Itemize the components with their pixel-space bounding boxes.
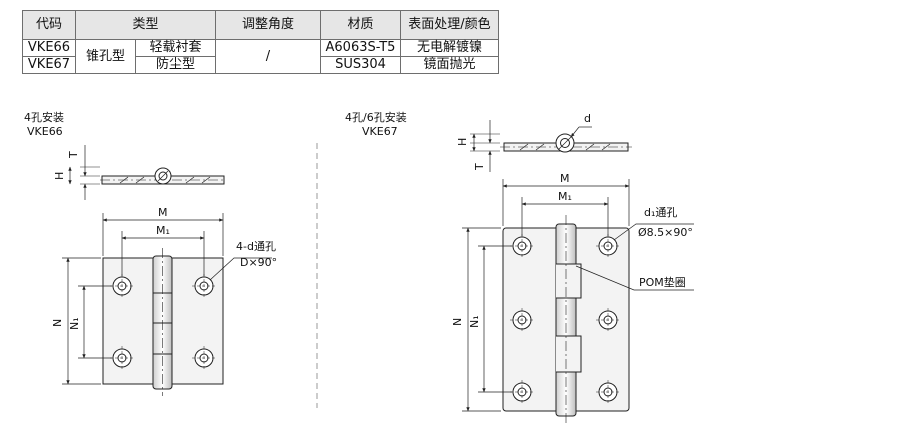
cell-type-sub: 轻载衬套 [135,39,216,57]
spec-table: 代码 类型 调整角度 材质 表面处理/颜色 VKE66 锥孔型 轻载衬套 / A… [22,10,499,74]
left-caption-line1: 4孔安装 [24,110,64,124]
left-side-view [68,145,226,200]
cell-angle: / [215,39,321,74]
left-hole-spec: D×90° [240,256,277,269]
right-dim-N: N [451,318,464,326]
left-caption-line2: VKE66 [27,125,63,138]
header-finish: 表面处理/颜色 [400,10,499,40]
right-dim-d: d [584,112,591,125]
cell-type-main: 锥孔型 [75,39,136,74]
right-dim-M1: M₁ [558,190,572,203]
right-hole-spec: Ø8.5×90° [638,226,693,239]
cell-type-sub: 防尘型 [135,56,216,74]
right-dim-M: M [560,172,570,185]
right-dim-T: T [473,163,486,171]
header-code: 代码 [22,10,76,40]
right-dim-H: H [456,138,469,146]
left-mounting-holes [110,274,216,370]
cell-code: VKE67 [22,56,76,74]
cell-material: A6063S-T5 [320,39,401,57]
right-caption-line1: 4孔/6孔安装 [345,110,407,124]
washer-label: POM垫圈 [639,275,686,289]
right-view: 4孔/6孔安装 VKE67 d H T [345,110,694,424]
left-dim-N: N [51,319,64,327]
right-side-view [470,120,632,172]
right-hinge-plate [502,215,630,424]
cell-finish: 无电解镀镍 [400,39,499,57]
table-row: VKE67 防尘型 SUS304 镜面抛光 [22,56,499,74]
right-hole-label: d₁通孔 [644,206,677,219]
left-dim-N1: N₁ [68,317,81,330]
table-row: VKE66 锥孔型 轻载衬套 / A6063S-T5 无电解镀镍 [22,39,499,74]
left-dimensions [62,213,272,385]
right-caption-line2: VKE67 [362,125,398,138]
left-dim-M1: M₁ [156,224,170,237]
right-mounting-holes [510,234,620,404]
left-hinge-plate [102,248,224,396]
left-dim-T: T [67,151,80,159]
left-dim-M: M [158,206,168,219]
right-dimensions [462,179,694,412]
left-view: 4孔安装 VKE66 T H [24,110,277,396]
spec-table-header: 代码 类型 调整角度 材质 表面处理/颜色 [22,10,499,40]
right-dim-N1: N₁ [468,315,481,328]
left-dim-H: H [53,172,66,180]
cell-finish: 镜面抛光 [400,56,499,74]
left-hole-label: 4-d通孔 [236,240,276,253]
